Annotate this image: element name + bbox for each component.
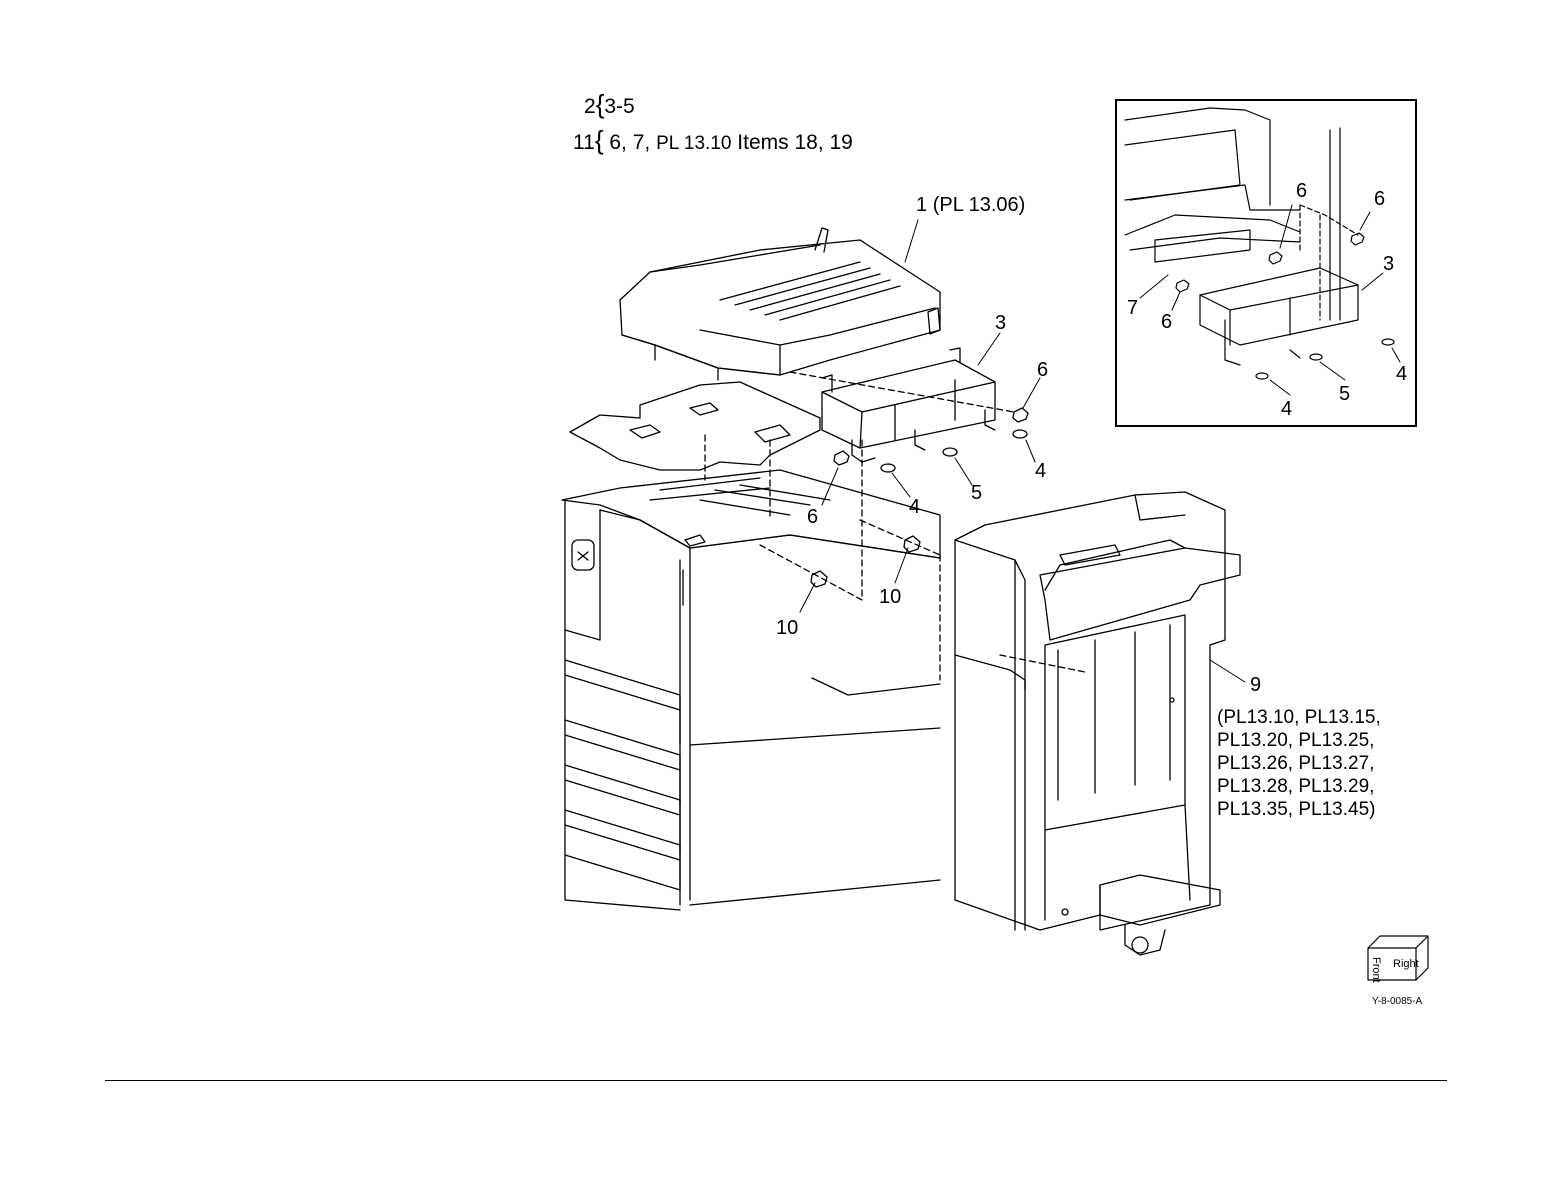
callout-part-6-right: 6: [1037, 359, 1048, 381]
printer-body-drawing: [562, 470, 940, 910]
callout-part-5: 5: [971, 482, 982, 504]
part-9-reference-list: (PL13.10, PL13.15, PL13.20, PL13.25, PL1…: [1217, 706, 1381, 821]
inset-callout-4-bottom: 4: [1281, 398, 1292, 420]
callout-part-6-left: 6: [807, 506, 818, 528]
bracket-drawing: [822, 348, 995, 462]
inset-callout-6-right: 6: [1374, 188, 1385, 210]
inset-callout-5: 5: [1339, 383, 1350, 405]
guide-sheet-drawing: [570, 382, 820, 470]
inset-detail-frame: [1115, 99, 1417, 427]
part-9-ref-line: PL13.20, PL13.25,: [1217, 729, 1381, 752]
inset-callout-3: 3: [1383, 253, 1394, 275]
legend-group-2-number: 2: [584, 95, 596, 118]
callout-part-4-right: 4: [1035, 460, 1046, 482]
inset-callout-7: 7: [1127, 297, 1138, 319]
legend-group-2-items: 3-5: [604, 95, 634, 118]
inset-callout-4-right: 4: [1396, 363, 1407, 385]
legend-group-2: 2{3-5: [584, 92, 635, 119]
inset-callout-6-left: 6: [1161, 311, 1172, 333]
part-9-ref-line: PL13.28, PL13.29,: [1217, 775, 1381, 798]
part-9-ref-line: (PL13.10, PL13.15,: [1217, 706, 1381, 729]
part-9-ref-line: PL13.35, PL13.45): [1217, 798, 1381, 821]
top-cover-drawing: [118, 0, 940, 380]
cube-front-label: Front: [1370, 957, 1382, 983]
callout-part-4-left: 4: [909, 496, 920, 518]
cube-right-label: Right: [1393, 958, 1419, 970]
callout-part-1: 1 (PL 13.06): [916, 194, 1025, 216]
legend-group-11-brace: {: [595, 125, 604, 155]
callout-part-10-right: 10: [879, 586, 901, 608]
figure-code: Y-8-0085-A: [1372, 996, 1422, 1008]
legend-group-11-items-tail: Items 18, 19: [737, 131, 853, 154]
callout-part-3: 3: [995, 312, 1006, 334]
legend-group-11-items-bold: 6, 7,: [609, 131, 650, 154]
callout-part-1-number: 1: [916, 194, 927, 216]
legend-group-11-items-ref: PL 13.10: [656, 133, 731, 154]
part-9-ref-line: PL13.26, PL13.27,: [1217, 752, 1381, 775]
callout-part-9: 9: [1250, 674, 1261, 696]
finisher-unit-drawing: [955, 492, 1240, 955]
callout-part-1-ref: (PL 13.06): [933, 194, 1026, 216]
legend-group-11-number: 11: [573, 131, 595, 154]
inset-callout-6-top: 6: [1296, 180, 1307, 202]
callout-part-10-left: 10: [776, 617, 798, 639]
legend-group-11: 11{ 6, 7, PL 13.10 Items 18, 19: [573, 128, 853, 156]
footer-divider: [105, 1080, 1447, 1081]
